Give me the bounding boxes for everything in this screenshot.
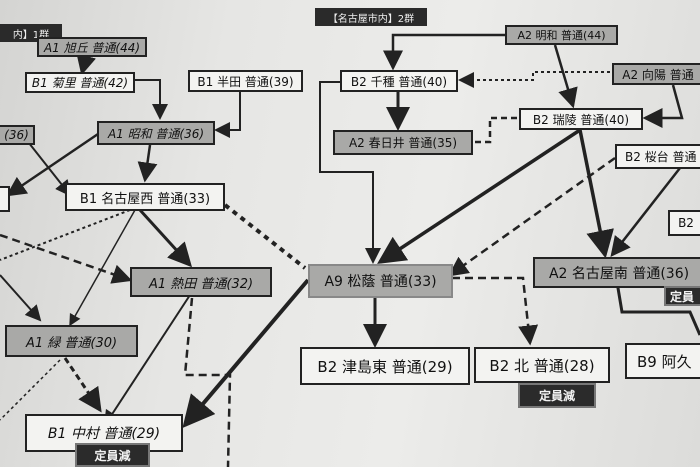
node-partial-36: (36) [0, 125, 35, 145]
node-nagoyaminami: A2 名古屋南 普通(36) [533, 257, 700, 288]
node-koyo: A2 向陽 普通 [612, 63, 700, 85]
node-handa: B1 半田 普通(39) [188, 70, 303, 92]
node-aguhi: B9 阿久 [625, 343, 700, 379]
node-chikusa: B2 千種 普通(40) [340, 70, 458, 92]
badge-nakamura: 定員減 [75, 443, 150, 467]
node-shoin: A9 松蔭 普通(33) [308, 264, 453, 298]
node-b2-partial: B2 [668, 210, 700, 236]
node-tsushimahigashi: B2 津島東 普通(29) [300, 347, 470, 385]
node-partial-left [0, 186, 10, 212]
node-kikuzato: B1 菊里 普通(42) [25, 72, 135, 93]
node-zuiryo: B2 瑞陵 普通(40) [519, 108, 643, 130]
node-showa: A1 昭和 普通(36) [97, 121, 215, 145]
node-atsuta: A1 熱田 普通(32) [130, 267, 272, 297]
node-asahigaoka: A1 旭丘 普通(44) [37, 37, 147, 57]
badge-kita: 定員減 [518, 383, 596, 408]
node-midori: A1 緑 普通(30) [5, 325, 138, 357]
node-nakamura: B1 中村 普通(29) [25, 414, 183, 452]
node-meiwa: A2 明和 普通(44) [505, 25, 618, 45]
group2-title: 【名古屋市内】2群 [315, 8, 427, 26]
node-sakuradai: B2 桜台 普通 [615, 144, 700, 169]
node-nagoyanishi: B1 名古屋西 普通(33) [65, 183, 225, 211]
node-kasugai: A2 春日井 普通(35) [333, 130, 473, 155]
node-kita: B2 北 普通(28) [474, 347, 610, 383]
badge-nagoyaminami: 定員 [664, 286, 700, 306]
